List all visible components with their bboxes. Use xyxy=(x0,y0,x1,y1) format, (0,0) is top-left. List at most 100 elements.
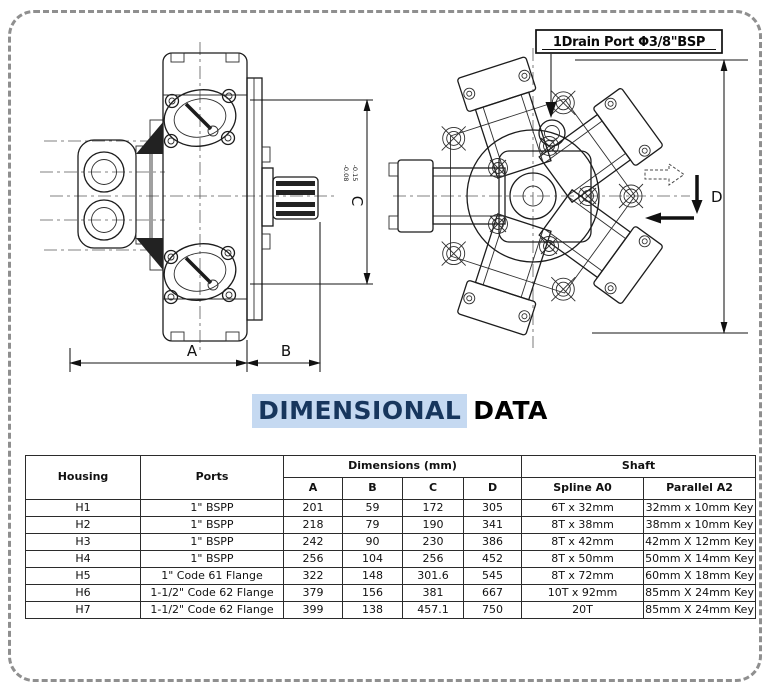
flange-bolts xyxy=(441,90,644,302)
cell-c: 230 xyxy=(402,533,464,551)
cell-a: 201 xyxy=(283,499,343,517)
output-shaft-side xyxy=(246,77,319,321)
table-row: H6 1-1/2" Code 62 Flange 379 156 381 667… xyxy=(25,584,757,602)
col-header-parallel: Parallel A2 xyxy=(643,477,757,500)
cell-d: 341 xyxy=(462,516,523,534)
col-header-housing: Housing xyxy=(25,455,141,500)
header-row-groups: Housing Ports Dimensions (mm) Shaft xyxy=(25,455,757,500)
cell-parallel: 38mm x 10mm Key xyxy=(643,516,757,534)
cell-b: 59 xyxy=(342,499,403,517)
cell-c: 190 xyxy=(402,516,464,534)
cell-ports: 1" BSPP xyxy=(140,499,284,517)
dimension-c: C -0.08 -0.15 xyxy=(250,99,373,285)
cell-spline: 8T x 42mm xyxy=(521,533,645,551)
motor-housing-side xyxy=(136,52,248,342)
cell-c: 256 xyxy=(402,550,464,568)
cell-ports: 1" BSPP xyxy=(140,533,284,551)
table-row: H2 1" BSPP 218 79 190 341 8T x 38mm 38mm… xyxy=(25,516,757,534)
flow-arrows xyxy=(644,163,703,224)
col-header-spline: Spline A0 xyxy=(521,477,645,500)
cell-spline: 8T x 38mm xyxy=(521,516,645,534)
table-row: H3 1" BSPP 242 90 230 386 8T x 42mm 42mm… xyxy=(25,533,757,551)
cell-housing: H1 xyxy=(25,499,141,517)
page-title-highlight: DIMENSIONAL xyxy=(252,394,468,428)
cell-housing: H2 xyxy=(25,516,141,534)
header-row-sub: A B C D Spline A0 Parallel A2 xyxy=(26,477,757,500)
cell-b: 90 xyxy=(342,533,403,551)
lower-cover-bolts xyxy=(163,245,237,305)
col-header-c: C xyxy=(402,477,464,500)
cell-ports: 1" BSPP xyxy=(140,516,284,534)
cell-c: 301.6 xyxy=(402,567,464,585)
cell-a: 322 xyxy=(283,567,343,585)
dim-b-label: B xyxy=(281,342,291,360)
drain-callout-arrow-icon xyxy=(545,102,557,118)
upper-cover-bolts xyxy=(163,88,237,149)
drain-port-callout: 1Drain Port Φ3/8"BSP xyxy=(535,29,723,118)
cell-d: 750 xyxy=(462,601,523,619)
cell-ports: 1-1/2" Code 62 Flange xyxy=(140,584,284,602)
cell-spline: 8T x 72mm xyxy=(521,567,645,585)
page-title-rest: DATA xyxy=(473,396,548,425)
cell-ports: 1" BSPP xyxy=(140,550,284,568)
cell-d: 386 xyxy=(462,533,523,551)
cell-b: 148 xyxy=(342,567,403,585)
cell-spline: 20T xyxy=(521,601,645,619)
col-group-shaft: Shaft xyxy=(521,455,757,478)
cell-c: 457.1 xyxy=(402,601,464,619)
shaft-tolerance-upper: -0.08 xyxy=(342,165,350,182)
cell-housing: H3 xyxy=(25,533,141,551)
dim-a-label: A xyxy=(187,342,198,360)
shaft-tolerance-lower: -0.15 xyxy=(351,165,359,182)
cell-parallel: 42mm X 12mm Key xyxy=(643,533,757,551)
cell-d: 667 xyxy=(462,584,523,602)
dimensional-data-table: Housing Ports Dimensions (mm) Shaft A B … xyxy=(25,455,757,619)
center-hub xyxy=(466,119,600,263)
table-row: H4 1" BSPP 256 104 256 452 8T x 50mm 50m… xyxy=(25,550,757,568)
col-header-d: D xyxy=(462,477,523,500)
col-header-ports: Ports xyxy=(140,455,284,500)
table-row: H1 1" BSPP 201 59 172 305 6T x 32mm 32mm… xyxy=(25,499,757,517)
technical-drawings: A B C -0.08 -0.15 xyxy=(40,29,748,372)
cell-b: 79 xyxy=(342,516,403,534)
cell-parallel: 85mm X 24mm Key xyxy=(643,584,757,602)
cell-housing: H5 xyxy=(25,567,141,585)
radial-cylinders xyxy=(388,56,663,336)
table-row: H5 1" Code 61 Flange 322 148 301.6 545 8… xyxy=(25,567,757,585)
dimension-d: D xyxy=(575,59,748,334)
dimension-b: B xyxy=(246,222,321,372)
cell-c: 381 xyxy=(402,584,464,602)
side-view-drawing: A B C -0.08 -0.15 xyxy=(40,42,373,372)
cell-a: 399 xyxy=(283,601,343,619)
cell-a: 218 xyxy=(283,516,343,534)
pentagon-plate xyxy=(450,98,636,294)
cell-b: 156 xyxy=(342,584,403,602)
cell-c: 172 xyxy=(402,499,464,517)
cell-b: 138 xyxy=(342,601,403,619)
cell-housing: H4 xyxy=(25,550,141,568)
cell-d: 305 xyxy=(462,499,523,517)
col-group-dimensions: Dimensions (mm) xyxy=(282,455,523,478)
cell-a: 379 xyxy=(283,584,343,602)
cell-ports: 1-1/2" Code 62 Flange xyxy=(140,601,284,619)
cell-parallel: 60mm X 18mm Key xyxy=(643,567,757,585)
cell-b: 104 xyxy=(342,550,403,568)
cell-d: 545 xyxy=(462,567,523,585)
cell-housing: H6 xyxy=(25,584,141,602)
dimension-a: A xyxy=(69,340,248,372)
col-header-a: A xyxy=(283,477,343,500)
cell-ports: 1" Code 61 Flange xyxy=(140,567,284,585)
cell-parallel: 50mm X 14mm Key xyxy=(643,550,757,568)
front-view-drawing: 1Drain Port Φ3/8"BSP D xyxy=(388,29,748,348)
drain-port xyxy=(538,119,566,147)
cell-a: 242 xyxy=(283,533,343,551)
cell-spline: 6T x 32mm xyxy=(521,499,645,517)
cell-d: 452 xyxy=(462,550,523,568)
dashed-right-arrow-icon xyxy=(644,163,685,186)
cell-parallel: 85mm X 24mm Key xyxy=(643,601,757,619)
table-row: H7 1-1/2" Code 62 Flange 399 138 457.1 7… xyxy=(25,601,757,619)
cell-a: 256 xyxy=(283,550,343,568)
col-header-b: B xyxy=(342,477,403,500)
dim-c-label: C xyxy=(348,196,366,206)
